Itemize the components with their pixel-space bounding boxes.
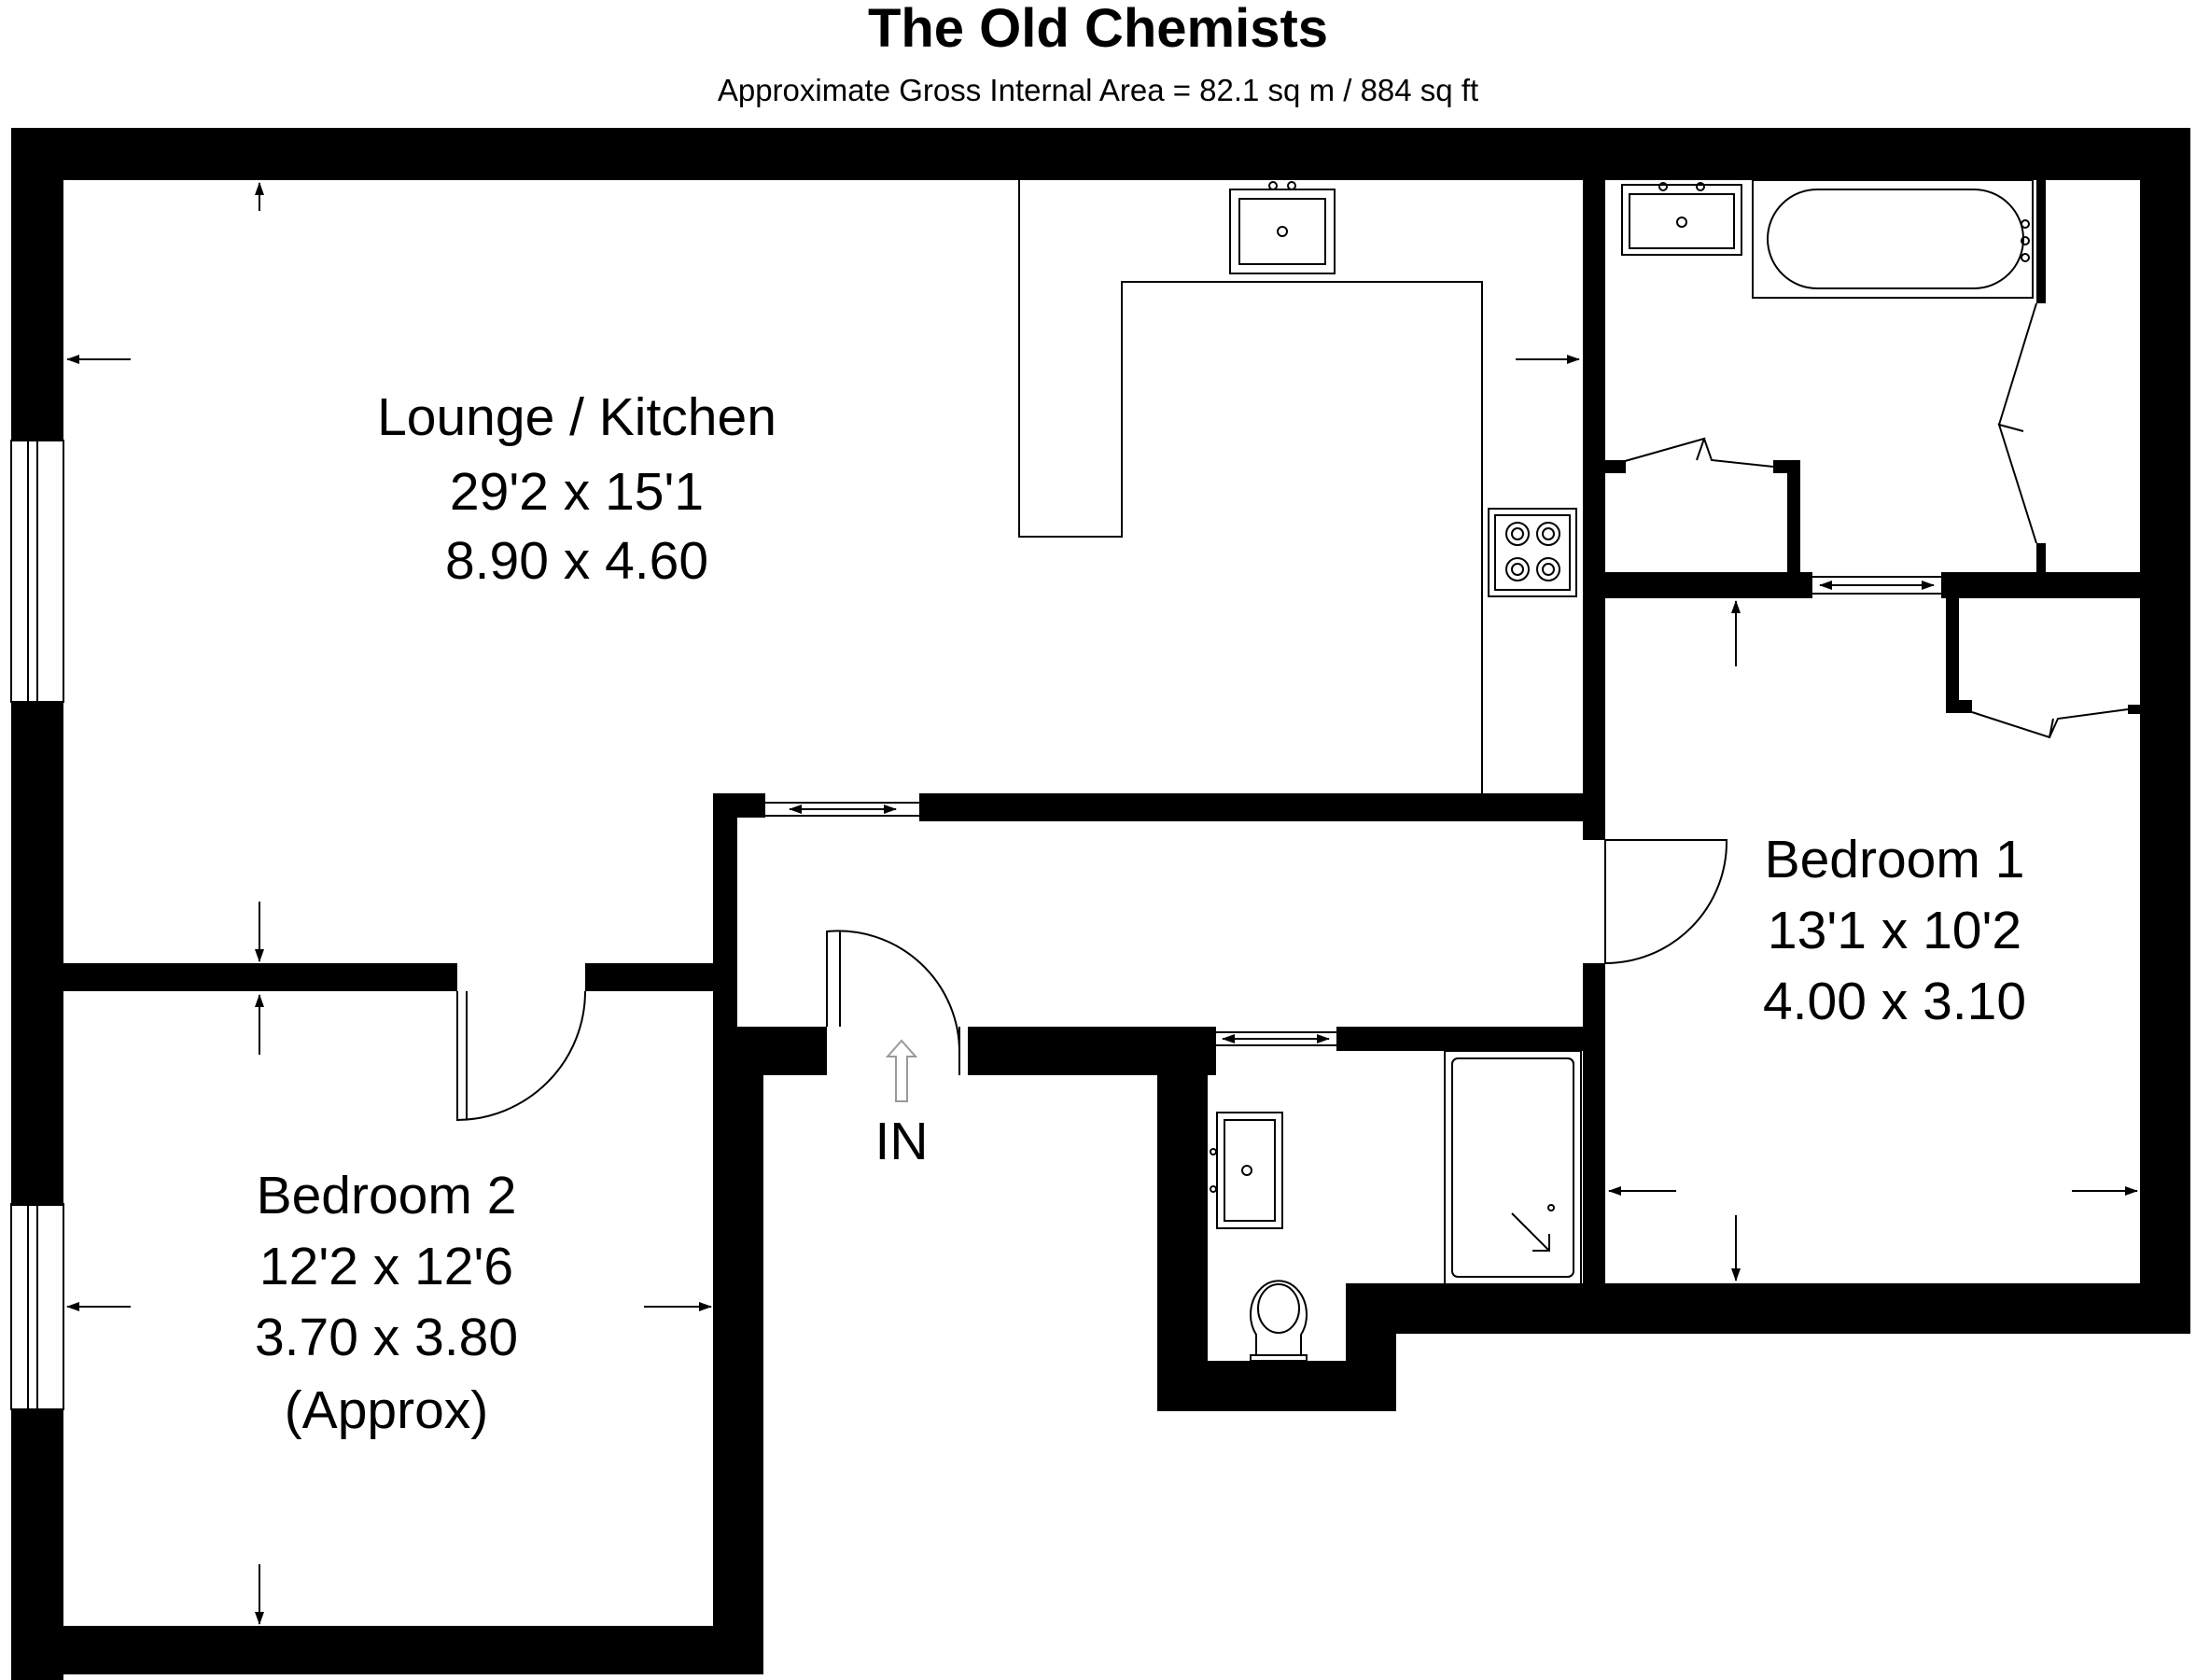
bedroom-1-door	[1604, 839, 1728, 964]
toilet	[1250, 1280, 1308, 1356]
hall-sliding-door	[765, 802, 919, 817]
hob	[1488, 508, 1577, 597]
bedroom-2-door	[456, 990, 586, 1122]
windows	[10, 440, 64, 1410]
wall-hall-left	[713, 793, 737, 1027]
wall-hall-bottom-left	[713, 1027, 827, 1075]
wall-wardrobe-right-stub	[2128, 705, 2141, 714]
wall-bath-bottom-left	[1583, 572, 1812, 598]
page-title: The Old Chemists	[867, 0, 1329, 59]
wall-top	[11, 128, 2190, 180]
bedroom-2-name: Bedroom 2	[257, 1166, 517, 1225]
lounge-kitchen-name: Lounge / Kitchen	[377, 387, 776, 447]
bath-cupboard-door	[1604, 437, 1774, 468]
doors	[456, 576, 1941, 1122]
wall-bed1-left-stub	[1583, 821, 1605, 840]
bedroom-1-imperial: 13'1 x 10'2	[1768, 901, 2021, 960]
shower-basin	[1216, 1112, 1283, 1229]
wall-right	[2140, 128, 2190, 1334]
entrance-label: IN	[875, 1112, 929, 1171]
kitchen-worktop	[1018, 180, 1483, 793]
wall-left-lower-a	[11, 989, 63, 1204]
wall-bath-cupboard	[1787, 460, 1800, 572]
area-subtitle: Approximate Gross Internal Area = 82.1 s…	[717, 73, 1479, 107]
wall-wardrobe-left	[1946, 598, 1959, 712]
entrance-arrow-icon	[885, 1039, 918, 1102]
dimension-arrows	[66, 182, 2138, 1625]
bedroom-2-note: (Approx)	[285, 1380, 489, 1440]
wall-bottom-bed2	[11, 1626, 763, 1674]
bath-sliding-door	[1812, 576, 1941, 595]
kitchen-units	[1018, 180, 1577, 793]
bedroom-1-fixtures	[1604, 708, 2129, 964]
wall-bed1-left-lower	[1583, 963, 1605, 1283]
wall-hall-top-left	[713, 793, 765, 818]
wall-left-upper	[11, 128, 63, 441]
shower-sliding-door	[1216, 1031, 1336, 1046]
bath-wardrobe-door	[1997, 302, 2037, 544]
bedroom-2-imperial: 12'2 x 12'6	[259, 1237, 513, 1296]
wall-lounge-right	[1583, 128, 1605, 822]
bedroom-1-name: Bedroom 1	[1765, 830, 2025, 889]
lounge-kitchen-imperial: 29'2 x 15'1	[450, 462, 704, 522]
bedroom-2-metric: 3.70 x 3.80	[255, 1308, 518, 1367]
shower-room-fixtures	[1210, 1050, 1582, 1362]
room-labels: Lounge / Kitchen 29'2 x 15'1 8.90 x 4.60…	[255, 387, 2026, 1440]
wall-bath-cupboard-left	[1605, 460, 1626, 473]
entrance-door	[826, 930, 961, 1056]
wall-bath-bottom-right	[1941, 572, 2165, 598]
wall-shower-left	[1157, 1051, 1208, 1411]
wall-lounge-bed2-left	[11, 963, 457, 991]
shower-tray	[1444, 1050, 1582, 1285]
bedroom-1-wardrobe-door	[1971, 708, 2129, 739]
wall-bottom-right	[1346, 1283, 2190, 1334]
wall-hall-bottom-right	[1336, 1027, 1605, 1051]
wall-hall-top	[919, 793, 1605, 821]
bathtub	[1752, 179, 2034, 299]
bathroom-fixtures	[1604, 179, 2037, 544]
wall-bath-cupboard-top	[1773, 460, 1800, 473]
wall-bath-right-upper	[2036, 180, 2046, 303]
kitchen-sink	[1229, 189, 1336, 274]
wall-lounge-bed2-right	[585, 963, 737, 991]
walls	[11, 128, 2190, 1680]
wall-wardrobe-stub	[1946, 700, 1972, 713]
wall-bath-right-lower	[2036, 543, 2046, 573]
lounge-kitchen-metric: 8.90 x 4.60	[445, 531, 708, 591]
bath-basin	[1621, 184, 1742, 256]
wall-hall-bottom-mid	[968, 1027, 1216, 1051]
wall-bed2-right	[713, 1055, 763, 1674]
bedroom-1-metric: 4.00 x 3.10	[1763, 972, 2026, 1031]
